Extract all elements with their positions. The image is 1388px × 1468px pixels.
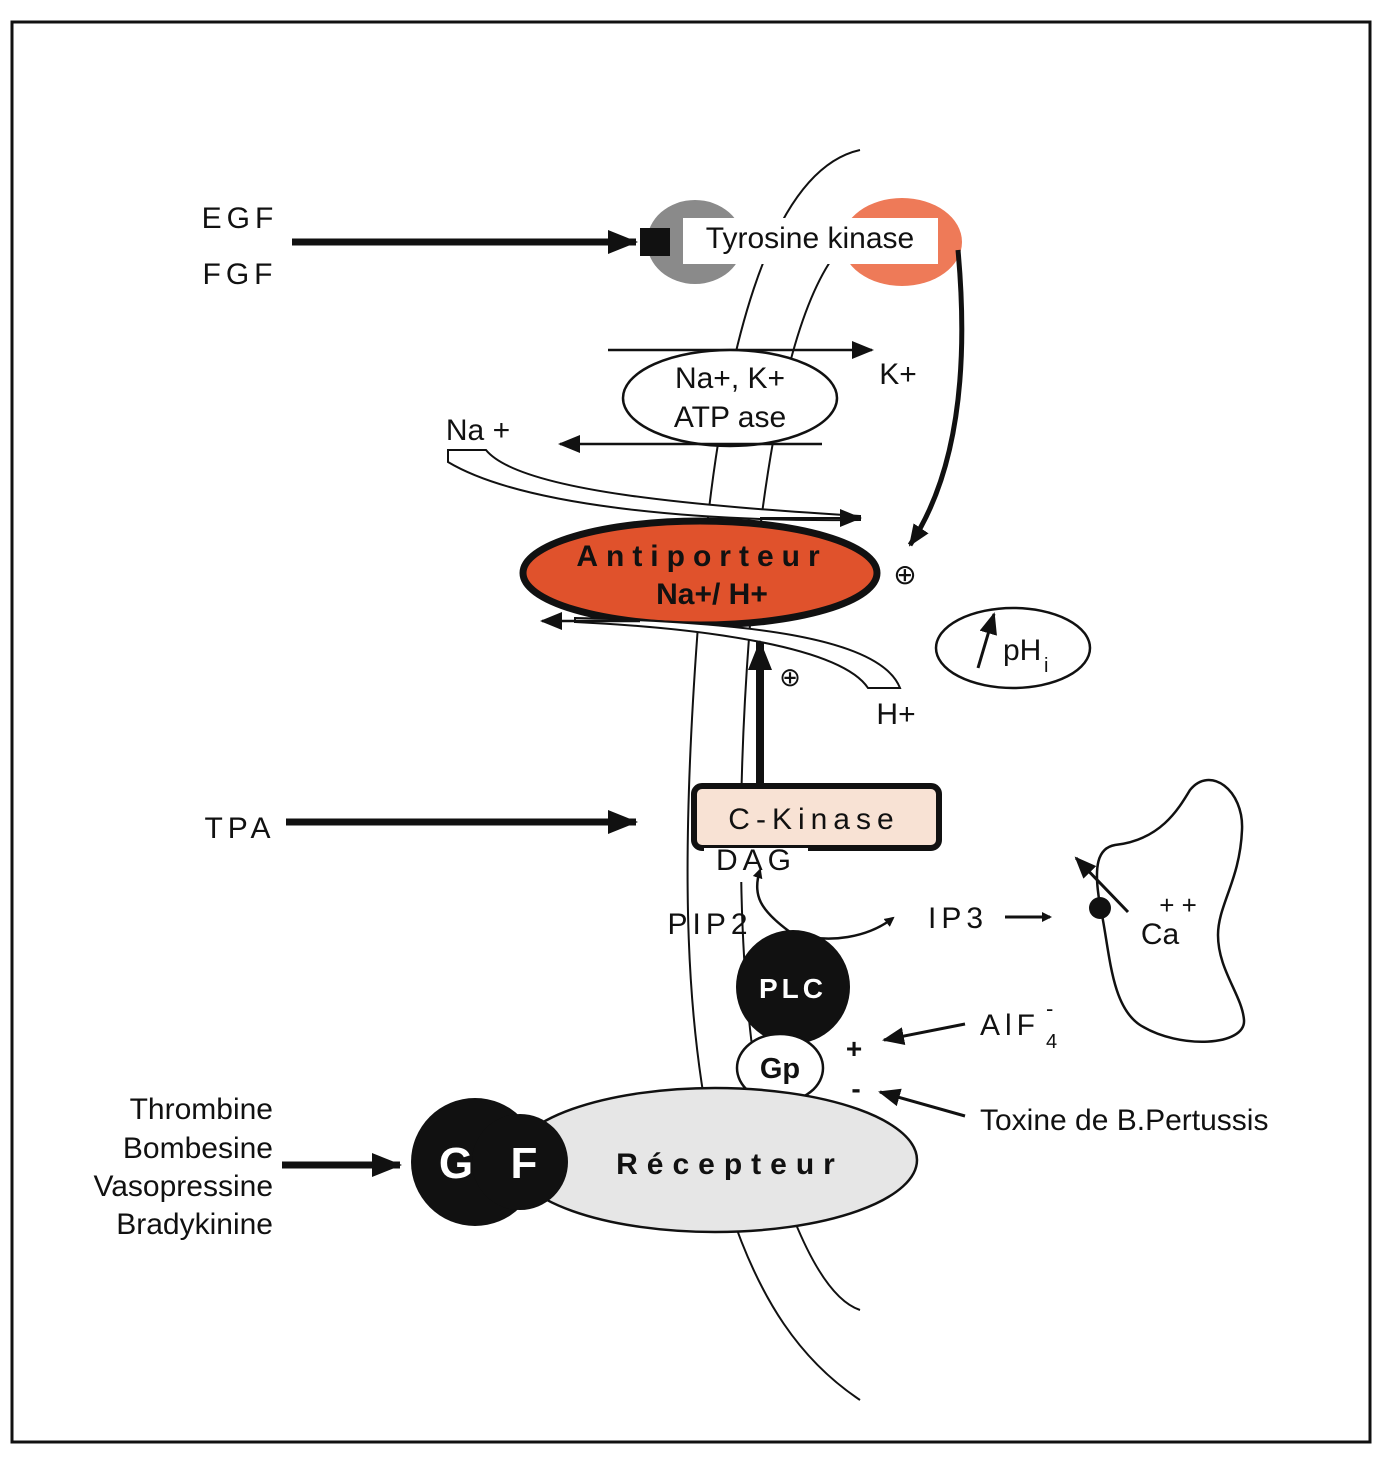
alf-label: AlF [980, 1009, 1040, 1042]
dag-label: DAG [716, 844, 796, 877]
egf-label: EGF [202, 202, 279, 235]
pip2-label: PIP2 [667, 908, 752, 941]
antiporter-label-line1: Antiporteur [576, 540, 827, 573]
gf-g-label: G [439, 1139, 473, 1188]
agonist-bombesine: Bombesine [123, 1132, 273, 1165]
receptor-binding-square [640, 228, 670, 256]
tyrosine-kinase-label: Tyrosine kinase [706, 222, 914, 255]
calcium-label: Ca [1141, 918, 1180, 951]
plc-label: PLC [759, 973, 827, 1004]
calcium-release-arrow [1074, 856, 1130, 914]
receptor-label: Récepteur [616, 1148, 844, 1181]
na-ion-label: Na + [446, 414, 510, 447]
tyrosine-kinase-box [683, 218, 938, 264]
tpa-label: TPA [204, 812, 275, 845]
gf-f-label: F [511, 1139, 538, 1188]
h-efflux-ribbon [574, 616, 902, 689]
gp-stimulation-sign: + [846, 1033, 862, 1064]
antiporter-stimulation-symbol: ⊕ [893, 559, 916, 590]
atpase-label-line1: Na+, K+ [675, 362, 785, 395]
alf-superscript: - [1046, 996, 1053, 1021]
atpase-label-line2: ATP ase [674, 401, 786, 434]
toxin-label: Toxine de B.Pertussis [980, 1104, 1268, 1137]
phi-ellipse [934, 606, 1092, 690]
plc-circle [736, 930, 850, 1044]
tyrosine-kinase-complex: Tyrosine kinase [640, 198, 962, 286]
pip2-to-dag-arrow [752, 868, 791, 934]
ckinase-stimulation-symbol: ⊕ [779, 662, 801, 692]
atpase-ellipse [621, 348, 839, 448]
calcium-store [1095, 778, 1246, 1043]
na-influx-ribbon [447, 449, 861, 522]
agonist-thrombine: Thrombine [130, 1093, 273, 1126]
phi-subscript: i [1044, 655, 1048, 677]
h-ion-label: H+ [876, 698, 915, 731]
tk-activation-arrow [907, 249, 965, 547]
phi-label: pH [1003, 634, 1041, 667]
agonist-vasopressine: Vasopressine [93, 1170, 273, 1203]
fgf-label: FGF [203, 258, 278, 291]
gp-label: Gp [760, 1053, 800, 1085]
phi-up-arrow [976, 612, 997, 669]
ip3-label: IP3 [928, 902, 988, 935]
calcium-channel-dot [1089, 897, 1111, 919]
c-kinase-box [691, 783, 942, 851]
toxin-arrow [878, 1088, 966, 1118]
k-ion-label: K+ [879, 358, 917, 391]
growth-factor-f [472, 1114, 568, 1210]
c-kinase-label: C-Kinase [728, 803, 899, 836]
gp-inhibition-sign: - [851, 1073, 860, 1104]
alf-subscript: 4 [1046, 1031, 1057, 1053]
antiporter-label-line2: Na+/ H+ [656, 578, 768, 611]
figure-frame [10, 20, 1372, 1444]
alf-arrow [882, 1022, 966, 1045]
agonist-bradykinine: Bradykinine [116, 1208, 273, 1241]
calcium-charge: + + [1159, 890, 1197, 920]
